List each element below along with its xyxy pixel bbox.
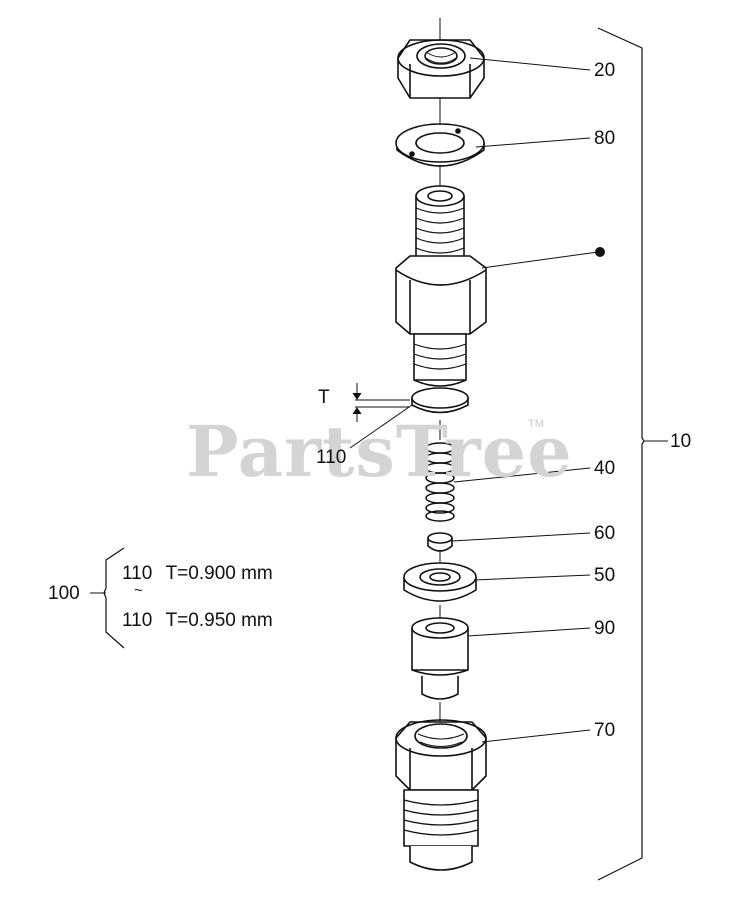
callout-60[interactable]: 60 [594, 523, 616, 544]
leader-110 [349, 404, 413, 449]
part-60-pin[interactable] [427, 532, 453, 562]
leader-70 [481, 729, 591, 743]
leader-50 [473, 574, 591, 581]
spec-range-tilde: ~ [134, 582, 143, 599]
bracket-100 [103, 547, 125, 649]
spec-row-2-value: T=0.950 mm [165, 610, 273, 631]
part-90-nozzle[interactable] [411, 617, 469, 700]
callout-50[interactable]: 50 [594, 565, 616, 586]
part-110-shim[interactable] [411, 387, 469, 414]
callout-10[interactable]: 10 [670, 431, 692, 452]
callout-T: T [318, 387, 330, 408]
reference-dot [595, 247, 605, 257]
part-20-nut[interactable] [397, 39, 485, 99]
part-40-spring[interactable] [425, 442, 455, 522]
spec-row-2-part: 110 [122, 610, 153, 631]
spec-row-1-part: 110 [122, 563, 153, 584]
part-holder-body[interactable] [395, 185, 487, 387]
spec-row-1: 110 T=0.900 mm [122, 563, 273, 585]
part-50-spacer[interactable] [403, 562, 477, 602]
watermark: PartsTree [186, 410, 573, 493]
spec-row-2: 110 T=0.950 mm [122, 610, 273, 632]
leader-80 [475, 137, 591, 148]
callout-70[interactable]: 70 [594, 720, 616, 741]
callout-100[interactable]: 100 [48, 583, 80, 604]
part-70-retaining-nut[interactable] [395, 719, 487, 871]
callout-20[interactable]: 20 [594, 60, 616, 81]
callout-80[interactable]: 80 [594, 128, 616, 149]
leader-40 [453, 467, 591, 483]
leader-90 [467, 627, 591, 637]
leader-body [481, 251, 599, 269]
spec-row-1-value: T=0.900 mm [165, 563, 273, 584]
callout-40[interactable]: 40 [594, 458, 616, 479]
leader-60 [451, 532, 591, 542]
thickness-dimension [352, 383, 410, 422]
callout-90[interactable]: 90 [594, 618, 616, 639]
callout-110[interactable]: 110 [316, 447, 347, 468]
part-80-washer[interactable] [395, 123, 485, 167]
watermark-tm: TM [528, 418, 544, 430]
bracket-10 [597, 27, 645, 881]
leader-20 [469, 57, 591, 71]
leader-lines [90, 57, 668, 743]
